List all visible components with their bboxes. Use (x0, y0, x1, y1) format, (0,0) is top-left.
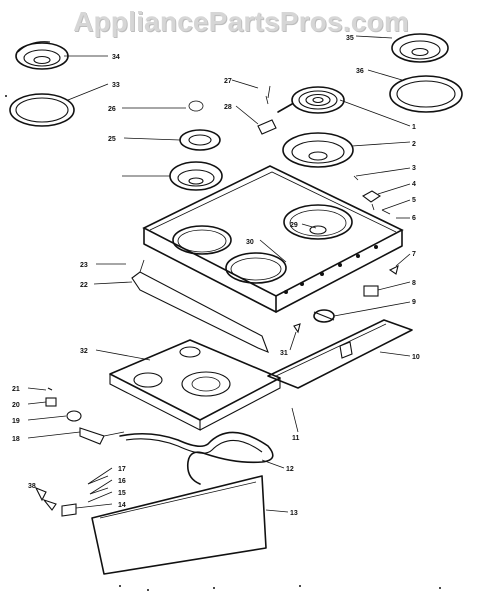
callout-12: 12 (286, 466, 294, 473)
callout-11: 11 (292, 435, 300, 442)
callout-26: 26 (108, 106, 116, 113)
scan-marks (5, 95, 441, 591)
oven-element (119, 431, 274, 485)
cooktop-main-top (142, 165, 404, 313)
callout-23: 23 (80, 262, 88, 269)
callout-27: 27 (224, 78, 232, 85)
callout-20: 20 (12, 402, 20, 409)
callout-18: 18 (12, 436, 20, 443)
trim-ring-small (9, 93, 75, 127)
callout-5: 5 (412, 197, 416, 204)
callout-38: 38 (28, 483, 36, 490)
callout-labels: 34 33 35 36 1 2 3 4 5 6 7 8 9 10 11 12 1… (12, 35, 420, 517)
callout-4: 4 (412, 181, 416, 188)
leader-lines (27, 35, 411, 513)
callout-30: 30 (246, 239, 254, 246)
callout-1: 1 (412, 124, 416, 131)
callout-9: 9 (412, 299, 416, 306)
callout-31: 31 (280, 350, 288, 357)
trim-ring-large (389, 75, 463, 113)
callout-33: 33 (112, 82, 120, 89)
callout-28: 28 (224, 104, 232, 111)
switch-parts-right (353, 175, 391, 215)
callout-2: 2 (412, 141, 416, 148)
surface-element (277, 86, 345, 114)
drip-pan-small (15, 41, 69, 70)
callout-32: 32 (80, 348, 88, 355)
callout-19: 19 (12, 418, 20, 425)
drip-pan-large (391, 33, 449, 63)
callout-25: 25 (108, 136, 116, 143)
callout-14: 14 (118, 502, 126, 509)
left-small-parts (34, 387, 125, 517)
callout-34: 34 (112, 54, 120, 61)
control-bracket (267, 319, 413, 389)
callout-6: 6 (412, 215, 416, 222)
callout-17: 17 (118, 466, 126, 473)
callout-22: 22 (80, 282, 88, 289)
callout-10: 10 (412, 354, 420, 361)
callout-3: 3 (412, 165, 416, 172)
bottom-panel (91, 475, 267, 575)
bottom-pan (109, 339, 281, 431)
drip-pan-right (282, 132, 354, 168)
callout-15: 15 (118, 490, 126, 497)
callout-16: 16 (118, 478, 126, 485)
callout-8: 8 (412, 280, 416, 287)
side-rail (131, 259, 269, 353)
callout-13: 13 (290, 510, 298, 517)
callout-29: 29 (290, 222, 298, 229)
callout-36: 36 (356, 68, 364, 75)
callout-7: 7 (412, 251, 416, 258)
callout-21: 21 (12, 386, 20, 393)
callout-35: 35 (346, 35, 354, 42)
